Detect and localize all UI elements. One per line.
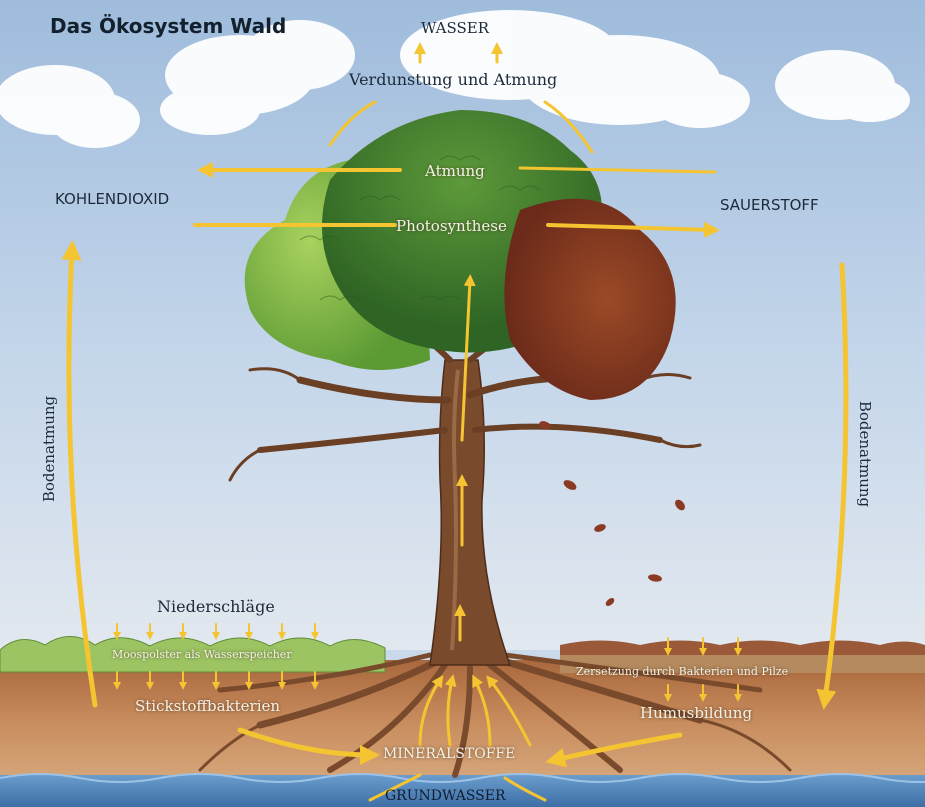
label-grundwasser: GRUNDWASSER xyxy=(385,788,506,804)
soil-layer xyxy=(0,660,925,790)
label-mineralstoffe: MINERALSTOFFE xyxy=(383,746,515,762)
label-bodenatmung-right: Bodenatmung xyxy=(856,399,874,509)
label-wasser: WASSER xyxy=(421,19,489,37)
label-moospolster: Moospolster als Wasserspeicher xyxy=(112,648,292,661)
label-kohlendioxid: KOHLENDIOXID xyxy=(55,190,169,208)
label-niederschlaege: Niederschläge xyxy=(157,597,275,616)
label-zersetzung: Zersetzung durch Bakterien und Pilze xyxy=(576,665,788,678)
diagram-title: Das Ökosystem Wald xyxy=(50,14,286,38)
label-humusbildung: Humusbildung xyxy=(640,704,752,722)
label-sauerstoff: SAUERSTOFF xyxy=(720,196,819,214)
label-stickstoffbakterien: Stickstoffbakterien xyxy=(135,697,280,715)
label-verdunstung-und-atmung: Verdunstung und Atmung xyxy=(349,70,557,89)
label-bodenatmung-left: Bodenatmung xyxy=(40,394,58,504)
label-photosynthese: Photosynthese xyxy=(396,217,507,235)
label-atmung: Atmung xyxy=(425,162,485,180)
